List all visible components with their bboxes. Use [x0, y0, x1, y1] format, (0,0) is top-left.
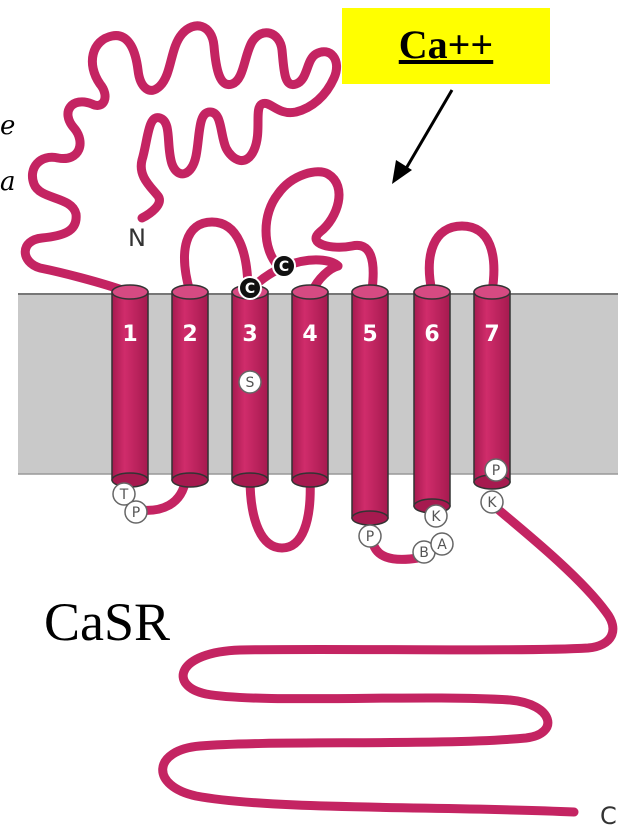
- helix-6-label: 6: [424, 322, 439, 347]
- site-badge-p2: P: [359, 525, 381, 547]
- helix-7: 7: [474, 285, 510, 489]
- site-badge-p3: P: [485, 459, 507, 481]
- helix-6: 6: [414, 285, 450, 513]
- helix-1: 1: [112, 285, 148, 487]
- site-badge-s: S: [239, 371, 261, 393]
- intracellular-loop-3-4: [250, 478, 310, 548]
- svg-text:P: P: [132, 505, 140, 521]
- helix-5: 5: [352, 285, 388, 525]
- helix-3-label: 3: [242, 322, 257, 347]
- svg-text:C: C: [279, 259, 289, 275]
- extracellular-loop-2-3: [185, 222, 248, 292]
- helix-2-label: 2: [182, 322, 197, 347]
- svg-text:P: P: [492, 463, 500, 479]
- svg-text:B: B: [419, 545, 429, 561]
- receptor-name-label: CaSR: [44, 592, 170, 652]
- c-terminal-tail: [163, 506, 613, 812]
- helix-5-label: 5: [362, 322, 377, 347]
- helix-7-label: 7: [484, 322, 499, 347]
- helix-2: 2: [172, 285, 208, 487]
- n-terminus-label: N: [128, 224, 146, 252]
- svg-text:A: A: [437, 537, 447, 553]
- ca-callout-label: Ca++: [399, 22, 493, 67]
- helix-4: 4: [292, 285, 328, 487]
- cysteine-badge-1: C: [239, 277, 261, 299]
- svg-text:T: T: [119, 487, 129, 503]
- italic-fragment-1: e: [0, 111, 15, 141]
- helix-4-label: 4: [302, 322, 317, 347]
- site-badge-p1: P: [125, 501, 147, 523]
- extracellular-loop-6-7: [429, 226, 494, 292]
- ca-callout-arrow-shaft: [404, 90, 452, 172]
- svg-text:S: S: [246, 375, 255, 391]
- cysteine-badge-2: C: [273, 255, 295, 277]
- svg-text:K: K: [431, 509, 441, 525]
- site-badge-k2: K: [481, 491, 503, 513]
- site-badge-k1: K: [425, 505, 447, 527]
- svg-text:P: P: [366, 529, 374, 545]
- c-terminus-label: C: [600, 802, 617, 830]
- italic-fragment-2: a: [0, 167, 16, 197]
- svg-text:K: K: [487, 495, 497, 511]
- helix-1-label: 1: [122, 322, 137, 347]
- svg-text:C: C: [245, 281, 255, 297]
- site-badge-a: A: [431, 533, 453, 555]
